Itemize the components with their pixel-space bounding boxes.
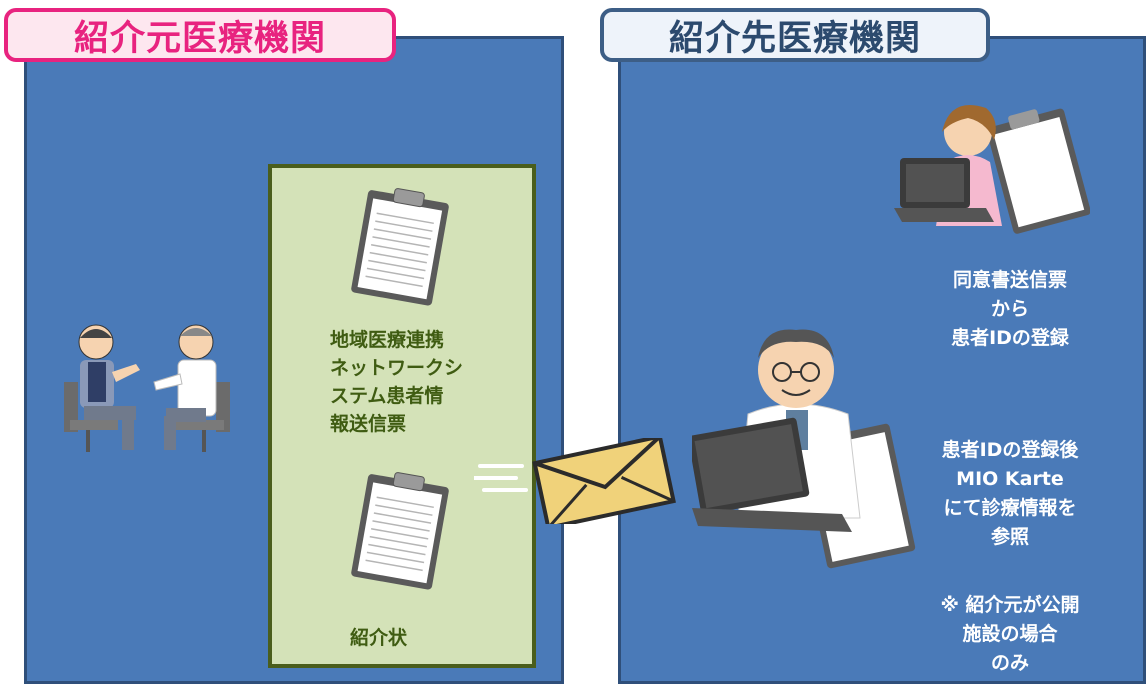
referring-institution-title: 紹介元医療機関 [4, 8, 396, 62]
public-facility-note: ※ 紹介元が公開 施設の場合 のみ [940, 594, 1080, 674]
doctor-laptop-illustration [692, 329, 916, 569]
nurse-laptop-illustration [894, 105, 1090, 234]
clipboard-icon [351, 472, 449, 590]
mio-karte-reference-text: 患者IDの登録後 MIO Karte にて診療情報を 参照 [941, 439, 1079, 548]
referral-letter-label: 紹介状 [350, 627, 408, 649]
referring-institution-title-text: 紹介元医療機関 [73, 18, 326, 59]
referred-institution-title-text: 紹介先医療機関 [668, 18, 921, 59]
consent-form-registration-text: 同意書送信票 から 患者IDの登録 [951, 269, 1069, 349]
info-transmission-form-label: 地域医療連携 ネットワークシ ステム患者情 報送信票 [330, 329, 464, 435]
referred-institution-title: 紹介先医療機関 [600, 8, 990, 62]
envelope-icon [474, 438, 676, 524]
patient-doctor-illustration [64, 324, 230, 452]
clipboard-icon [351, 188, 449, 306]
